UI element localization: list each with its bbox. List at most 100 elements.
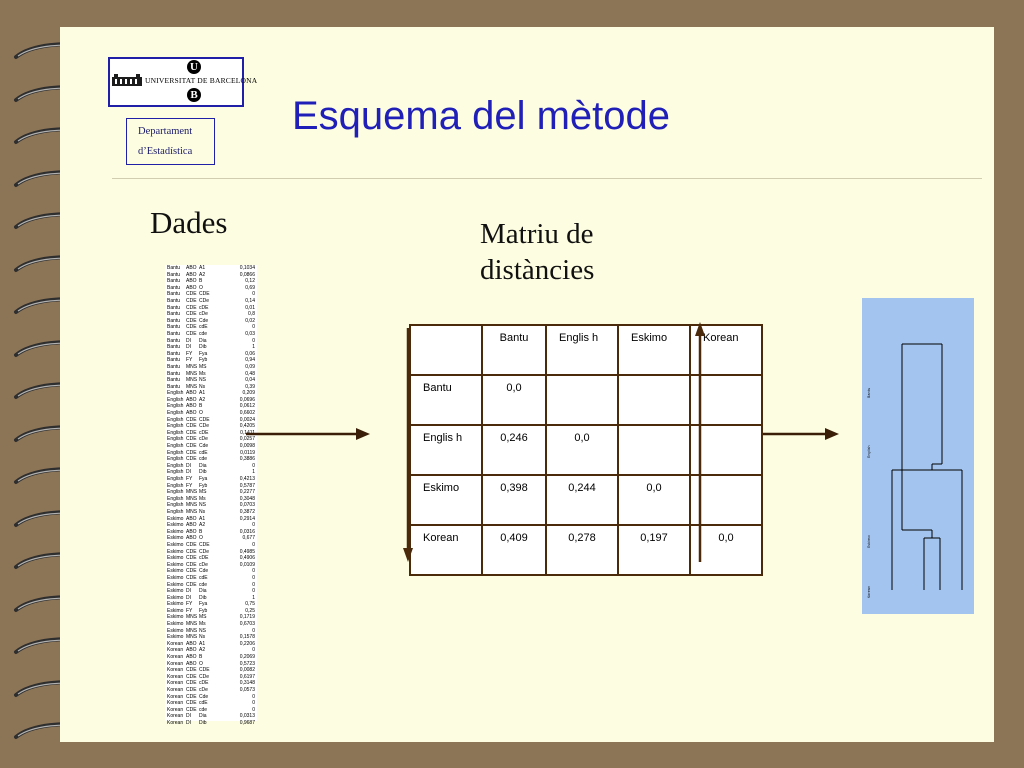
data-cell: Bantu — [167, 291, 181, 298]
matrix-heading-line1: Matriu de — [480, 218, 594, 250]
data-cell: 0,48 — [245, 370, 255, 377]
data-cell: ABO — [186, 660, 197, 667]
data-cell: Bantu — [167, 377, 181, 384]
data-cell: 0,6602 — [239, 410, 255, 417]
data-cell: CDE — [186, 541, 197, 548]
data-cell: CDE — [186, 700, 197, 707]
data-cell: 0,3048 — [239, 495, 255, 502]
data-cell: 0,2069 — [239, 654, 255, 661]
data-cell: Bantu — [167, 284, 181, 291]
data-cell: ABO — [186, 410, 197, 417]
data-cell: Korean — [167, 660, 184, 667]
data-cell: cDe — [199, 561, 208, 568]
data-cell: Korean — [167, 673, 184, 680]
data-cell: MNS — [186, 508, 198, 515]
matrix-cell: 0,0 — [617, 474, 691, 526]
data-cell: Cde — [199, 568, 209, 575]
data-cell: 1 — [252, 344, 255, 351]
data-cell: Fya — [199, 350, 208, 357]
data-cell: Korean — [167, 640, 184, 647]
data-cell: Korean — [167, 700, 184, 707]
data-cell: English — [167, 403, 184, 410]
data-cell: Eskimo — [167, 535, 184, 542]
data-cell: CDE — [186, 581, 197, 588]
data-cell: CDE — [186, 436, 197, 443]
data-cell: 0,5787 — [239, 482, 255, 489]
matrix-cell: 0,409 — [481, 524, 547, 576]
data-heading: Dades — [150, 205, 228, 240]
data-cell: Bantu — [167, 337, 181, 344]
matrix-row: Englis h 0,246 0,0 — [409, 424, 763, 476]
matrix-cell — [689, 474, 763, 526]
data-cell: 0,2277 — [239, 489, 255, 496]
data-cell: English — [167, 456, 184, 463]
university-logo: U UNIVERSITAT DE BARCELONA B — [108, 57, 257, 107]
data-cell: MNS — [186, 377, 198, 384]
dendrogram-leaf-label: Korean — [867, 586, 871, 598]
data-cell: 0 — [252, 568, 255, 575]
data-cell: Eskimo — [167, 588, 184, 595]
data-cell: ABO — [186, 528, 197, 535]
data-cell: A1 — [199, 515, 206, 522]
data-cell: FY — [186, 601, 193, 608]
data-cell: CDE — [186, 667, 197, 674]
distance-matrix: Bantu Englis h Eskimo Korean Bantu 0,0 E… — [409, 324, 763, 576]
data-cell: 0,0313 — [239, 713, 255, 720]
matrix-header-row: Bantu Englis h Eskimo Korean — [409, 324, 763, 376]
data-cell: 0,1578 — [239, 634, 255, 641]
data-cell: Cde — [199, 317, 209, 324]
dendrogram-leaf-label: Eskimo — [867, 535, 871, 548]
data-cell: cde — [199, 330, 208, 337]
data-cell: CDE — [199, 416, 210, 423]
data-cell: English — [167, 410, 184, 417]
data-cell: 0 — [252, 627, 255, 634]
data-cell: cDE — [199, 555, 209, 562]
data-cell: cdE — [199, 449, 208, 456]
data-cell: 0,94 — [245, 357, 255, 364]
data-cell: MNS — [186, 621, 198, 628]
data-cell: English — [167, 449, 184, 456]
data-cell: Bantu — [167, 363, 181, 370]
data-cell: cde — [199, 581, 208, 588]
data-cell: FY — [186, 607, 193, 614]
data-cell: Korean — [167, 719, 184, 726]
data-cell: CDE — [186, 680, 197, 687]
department-line2: d’Estadística — [138, 146, 193, 157]
data-cell: ABO — [186, 390, 197, 397]
data-cell: A2 — [199, 647, 206, 654]
data-cell: Korean — [167, 706, 184, 713]
data-cell: ABO — [186, 265, 197, 271]
data-cell: cDE — [199, 680, 209, 687]
data-cell: CDE — [186, 449, 197, 456]
data-cell: DI — [186, 344, 191, 351]
data-cell: CDE — [186, 291, 197, 298]
data-cell: 0,14 — [245, 297, 255, 304]
data-cell: CDe — [199, 297, 210, 304]
matrix-heading-line2: distàncies — [480, 254, 595, 286]
logo-letter-b: B — [187, 88, 201, 102]
data-cell: Eskimo — [167, 568, 184, 575]
data-cell: 0,09 — [245, 363, 255, 370]
data-cell: ABO — [186, 535, 197, 542]
data-cell: English — [167, 469, 184, 476]
